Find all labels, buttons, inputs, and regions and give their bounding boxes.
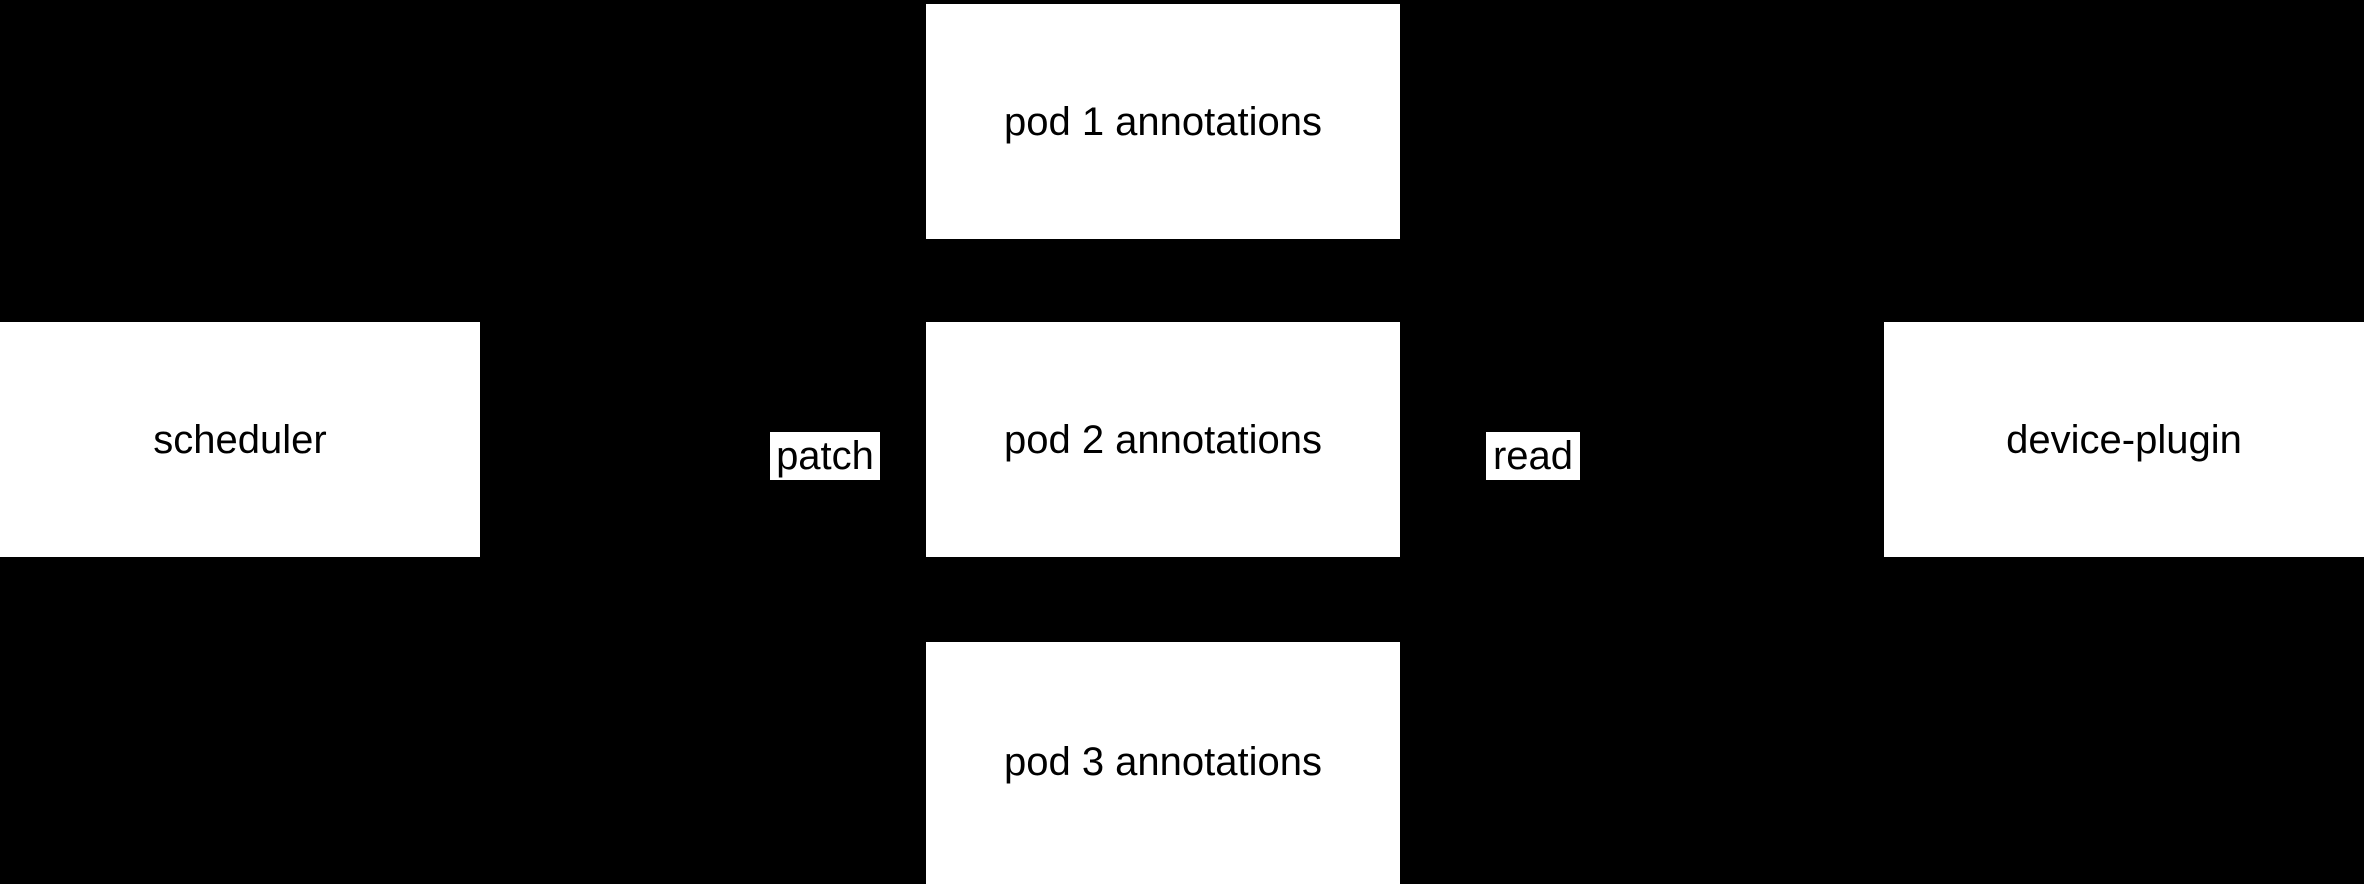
edge-scheduler-to-pod3 [481,438,925,764]
node-pod-2-annotations-label: pod 2 annotations [1003,417,1323,462]
node-device-plugin-label: device-plugin [2006,417,2242,462]
edge-label-read[interactable]: read [1486,432,1580,480]
node-pod-3-annotations-label: pod 3 annotations [1003,740,1323,784]
node-device-plugin[interactable]: device-plugin [1883,321,2364,558]
node-pod-1-annotations-label: pod 1 annotations [1003,99,1323,144]
node-pod-2-annotations[interactable]: pod 2 annotations [925,321,1401,558]
node-scheduler[interactable]: scheduler [0,321,481,558]
node-pod-3-annotations[interactable]: pod 3 annotations [925,641,1401,884]
node-pod-1-annotations[interactable]: pod 1 annotations [925,3,1401,240]
edge-label-patch[interactable]: patch [770,432,880,480]
edge-deviceplugin-to-pod3 [1401,438,1883,764]
edge-scheduler-to-pod1 [481,120,925,442]
node-scheduler-label: scheduler [153,417,327,462]
edge-deviceplugin-to-pod1 [1401,120,1883,442]
